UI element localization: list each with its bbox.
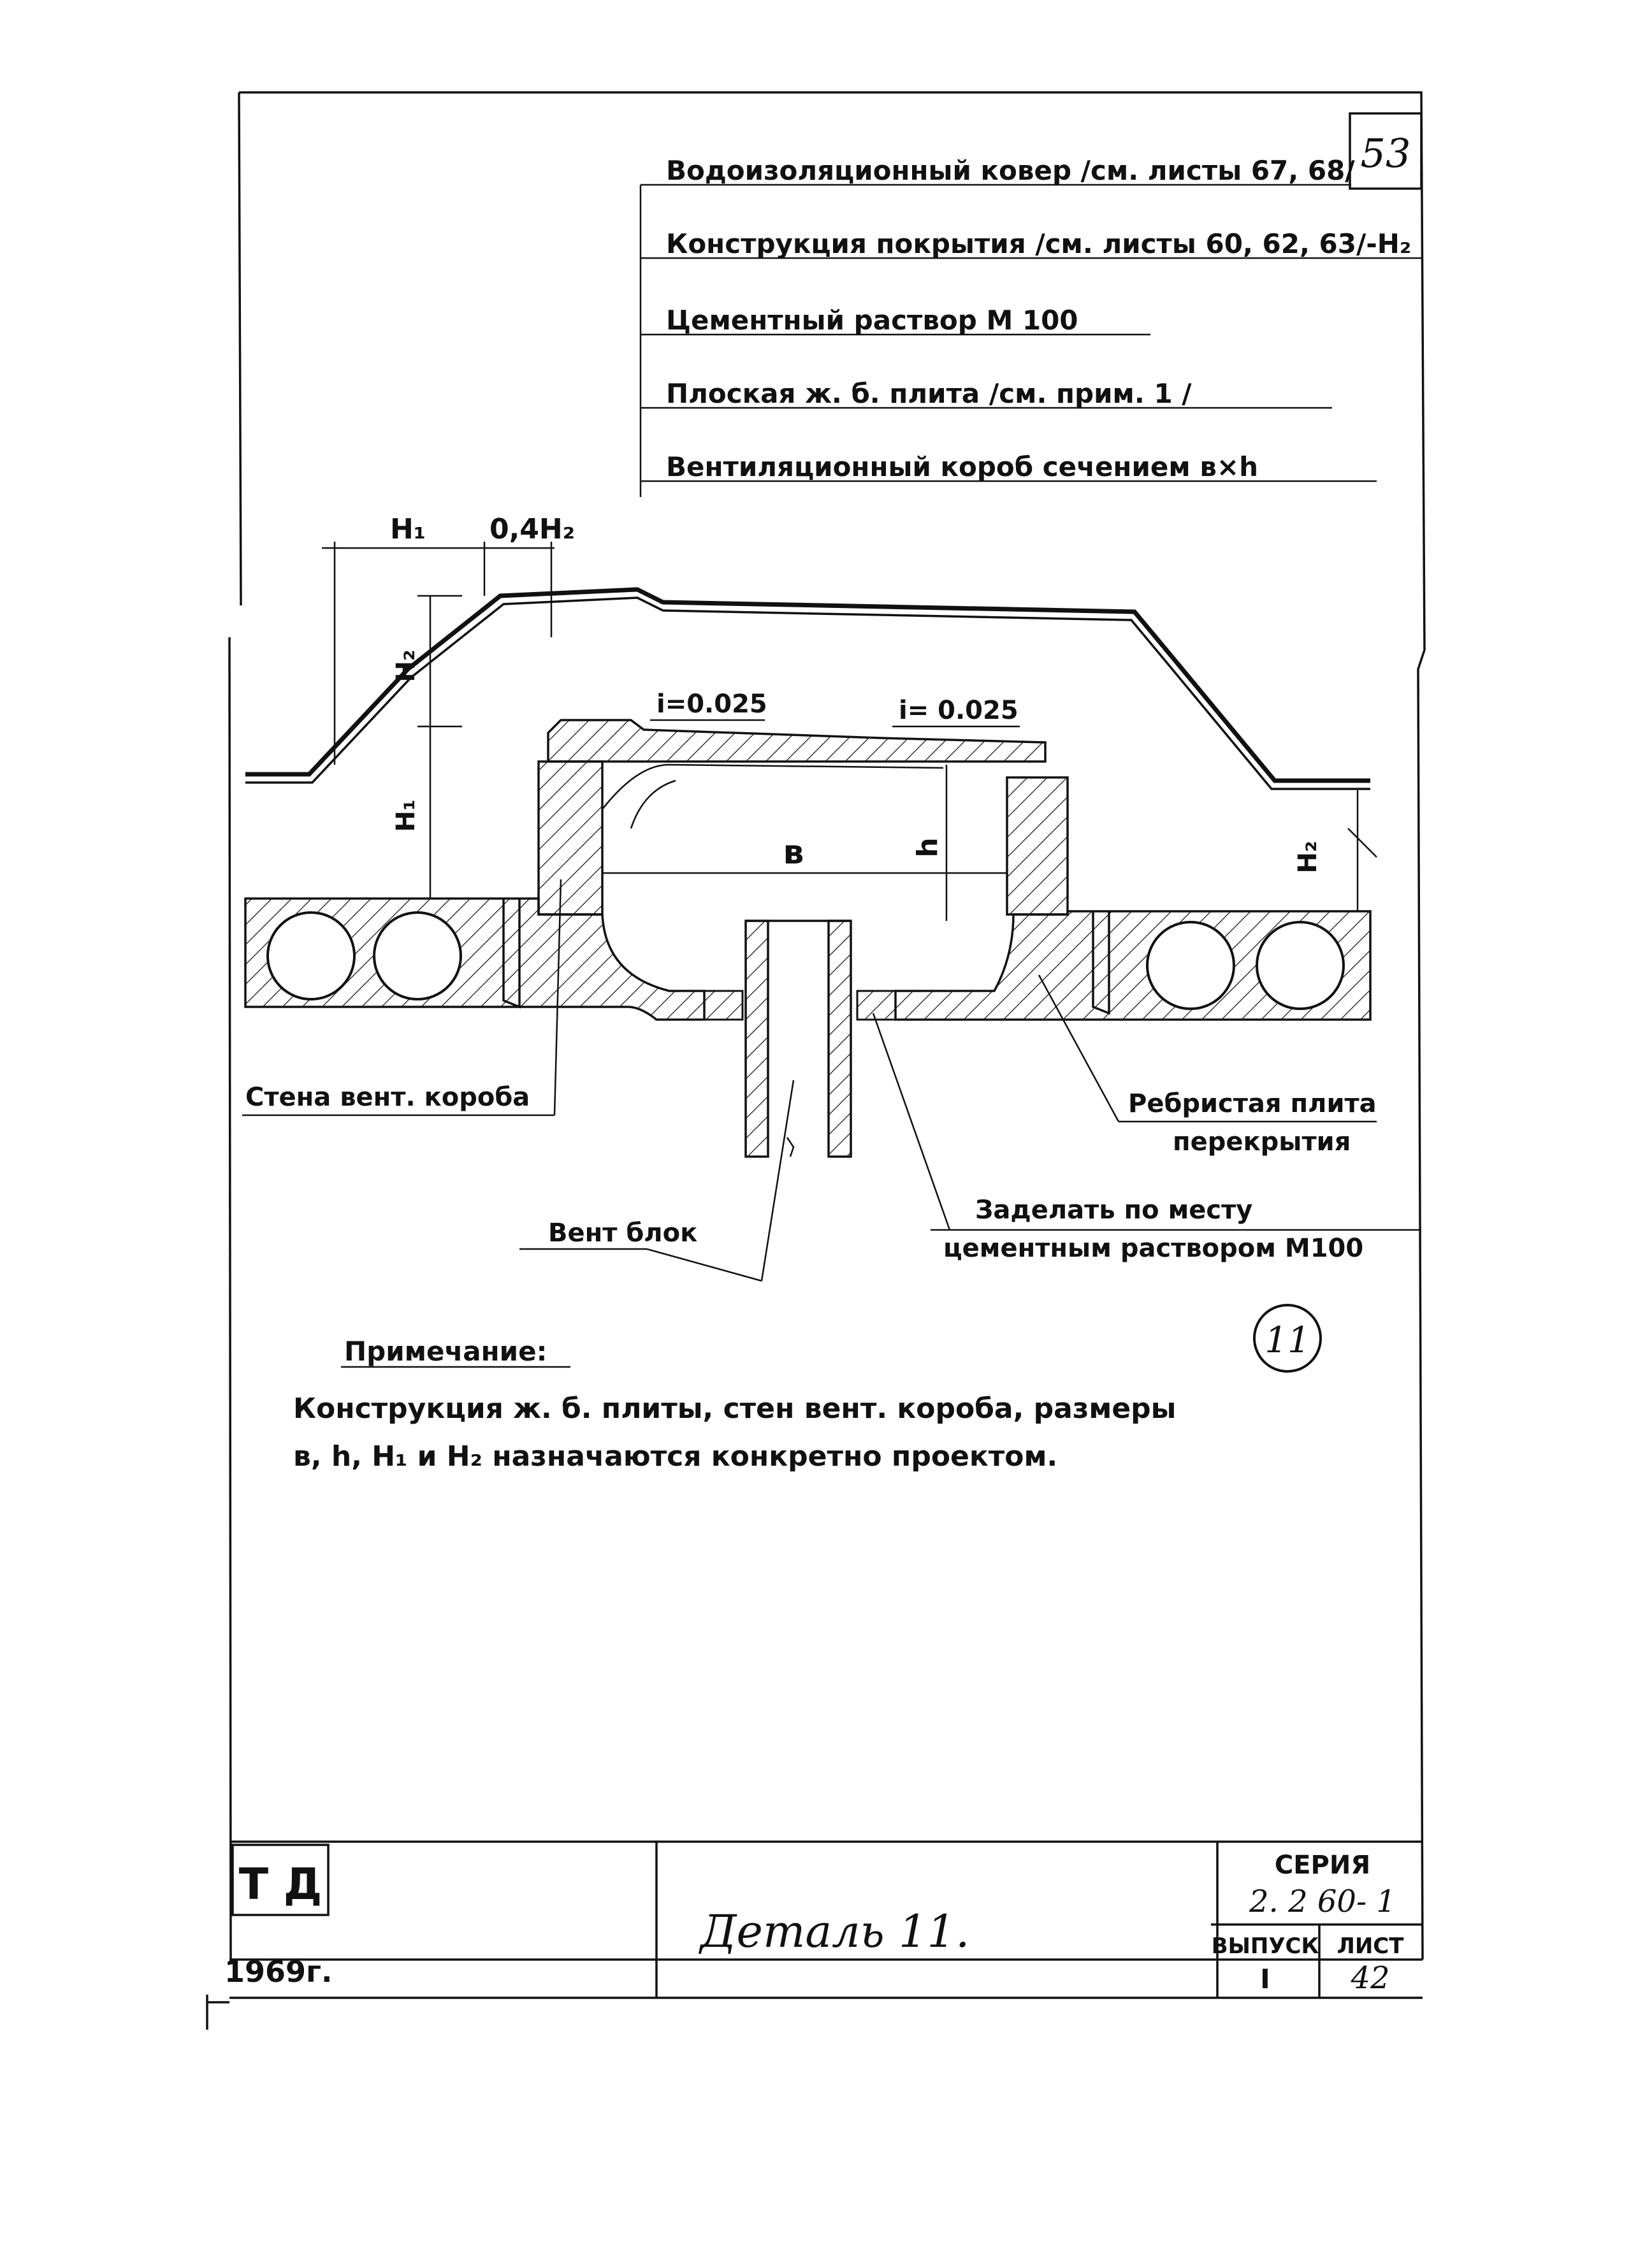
dim-04h2-top: 0,4H₂ [489,513,575,545]
title-block: Т Д 1969г. Деталь 11. СЕРИЯ 2. 2 60- 1 В… [224,1840,1423,1999]
leader-label-slab: Плоская ж. б. плита /см. прим. 1 / [666,378,1192,409]
leader-label-waterproof: Водоизоляционный ковер /см. листы 67, 68… [666,155,1355,186]
dim-width-b: в [783,834,804,872]
leader-label-roof: Конструкция покрытия /см. листы 60, 62, … [666,228,1411,259]
callout-rib-slab-2: перекрытия [1173,1127,1351,1157]
series-value: 2. 2 60- 1 [1249,1884,1396,1919]
vent-box-walls [537,760,1069,916]
dim-h1-top: H₁ [390,513,426,545]
leader-block: Водоизоляционный ковер /см. листы 67, 68… [639,155,1421,497]
drawing-title: Деталь 11. [699,1905,970,1958]
detail-marker: 11 [1253,1304,1322,1373]
dimensions: H₁ 0,4H₂ H₂ H₁ H₂ i=0.025 i= 0.025 в h [322,513,1377,921]
sheet-corner-number: 53 [1349,112,1423,190]
issue-label: ВЫПУСК [1212,1933,1319,1959]
sheet-corner-text: 53 [1361,130,1411,177]
callout-seal-2: цементным раствором М100 [943,1234,1363,1263]
year-label: 1969г. [224,1954,333,1989]
sheet-label: ЛИСТ [1337,1933,1405,1959]
issue-value: I [1260,1963,1270,1995]
series-label: СЕРИЯ [1275,1851,1370,1880]
vent-block [744,920,852,1158]
mortar-seals [703,990,897,1021]
logo-td: Т Д [239,1860,323,1910]
callout-rib-slab-1: Ребристая плита [1128,1089,1377,1118]
dim-h1-left: H₁ [391,800,421,832]
callout-vent: Вент блок [548,1218,697,1248]
roof-profile [245,587,1370,790]
dim-slope-left: i=0.025 [656,690,767,719]
callouts: Стена вент. короба Ребристая плита перек… [242,879,1421,1282]
note-block: Примечание: Конструкция ж. б. плиты, сте… [293,1336,1176,1473]
dim-slope-right: i= 0.025 [899,696,1018,725]
ribbed-slab [244,897,1372,1021]
callout-seal-1: Заделать по месту [975,1195,1252,1225]
dim-h2-left: H₂ [391,650,421,683]
note-line-1: Конструкция ж. б. плиты, стен вент. коро… [293,1392,1176,1425]
callout-wall: Стена вент. короба [245,1083,530,1112]
note-title: Примечание: [344,1336,547,1367]
leader-label-cement: Цементный раствор М 100 [666,305,1078,336]
note-line-2: в, h, H₁ и H₂ назначаются конкретно прое… [293,1440,1057,1473]
sheet-frame [206,91,1426,2030]
dim-height-h: h [911,837,944,857]
detail-marker-text: 11 [1265,1320,1310,1361]
leader-label-vent-box: Вентиляционный короб сечением в×h [666,451,1258,482]
cap-plate [547,719,1047,763]
duct-interior [602,763,944,829]
dim-h2-right: H₂ [1293,841,1323,874]
sheet-value: 42 [1350,1960,1389,1996]
